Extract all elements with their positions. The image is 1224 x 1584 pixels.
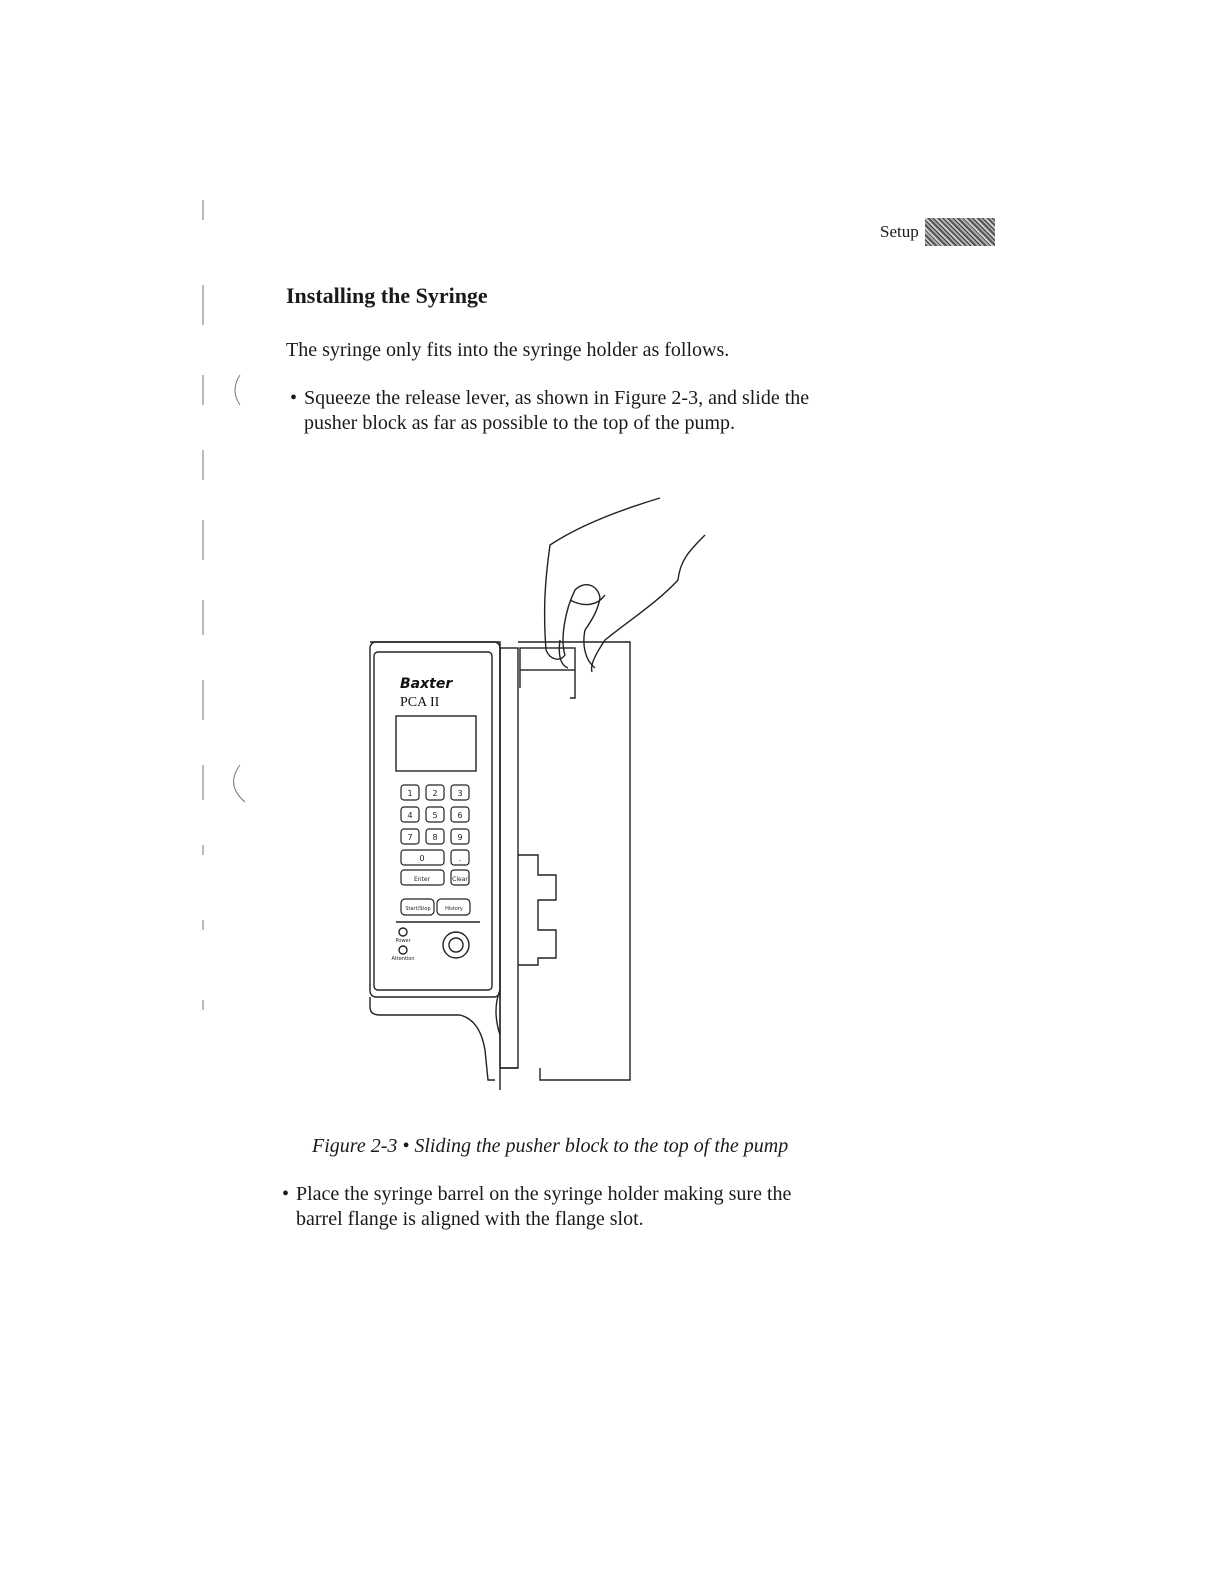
bullet-2-line-1: Place the syringe barrel on the syringe … bbox=[296, 1183, 792, 1205]
intro-paragraph: The syringe only fits into the syringe h… bbox=[286, 339, 730, 361]
chapter-tab bbox=[924, 218, 995, 246]
history-key: History bbox=[445, 906, 463, 912]
bullet-item-2: •Place the syringe barrel on the syringe… bbox=[282, 1183, 792, 1230]
model-label: PCA II bbox=[400, 695, 440, 710]
key-2: 2 bbox=[432, 789, 437, 798]
key-9: 9 bbox=[457, 833, 462, 842]
key-8: 8 bbox=[432, 833, 437, 842]
attention-label: Attention bbox=[391, 956, 414, 962]
start-stop-key: Start/Stop bbox=[405, 906, 430, 912]
pump-illustration: 1 2 3 4 5 6 7 8 9 0 . Enter Clear Start/… bbox=[369, 497, 706, 1090]
key-7: 7 bbox=[407, 833, 412, 842]
enter-key: Enter bbox=[414, 876, 431, 883]
key-6: 6 bbox=[457, 811, 462, 820]
pump-figure: 1 2 3 4 5 6 7 8 9 0 . Enter Clear Start/… bbox=[360, 490, 720, 1095]
power-label: Power bbox=[395, 938, 411, 944]
key-4: 4 bbox=[407, 811, 412, 820]
section-title: Installing the Syringe bbox=[286, 283, 488, 308]
key-1: 1 bbox=[407, 789, 412, 798]
key-3: 3 bbox=[457, 789, 462, 798]
section-label: Setup bbox=[880, 222, 919, 241]
running-header: Setup bbox=[880, 218, 995, 246]
brand-logo: Baxter bbox=[400, 676, 453, 692]
key-decimal: . bbox=[459, 854, 462, 863]
margin-marks bbox=[202, 200, 246, 1010]
key-0: 0 bbox=[419, 854, 424, 863]
figure-caption: Figure 2-3 • Sliding the pusher block to… bbox=[312, 1135, 789, 1157]
bullet-1-line-2: pusher block as far as possible to the t… bbox=[304, 412, 736, 434]
bullet-2-line-2: barrel flange is aligned with the flange… bbox=[296, 1208, 644, 1230]
bullet-1-line-1: Squeeze the release lever, as shown in F… bbox=[304, 387, 810, 409]
key-5: 5 bbox=[432, 811, 437, 820]
bullet-item-1: •Squeeze the release lever, as shown in … bbox=[290, 387, 810, 434]
clear-key: Clear bbox=[452, 876, 468, 883]
